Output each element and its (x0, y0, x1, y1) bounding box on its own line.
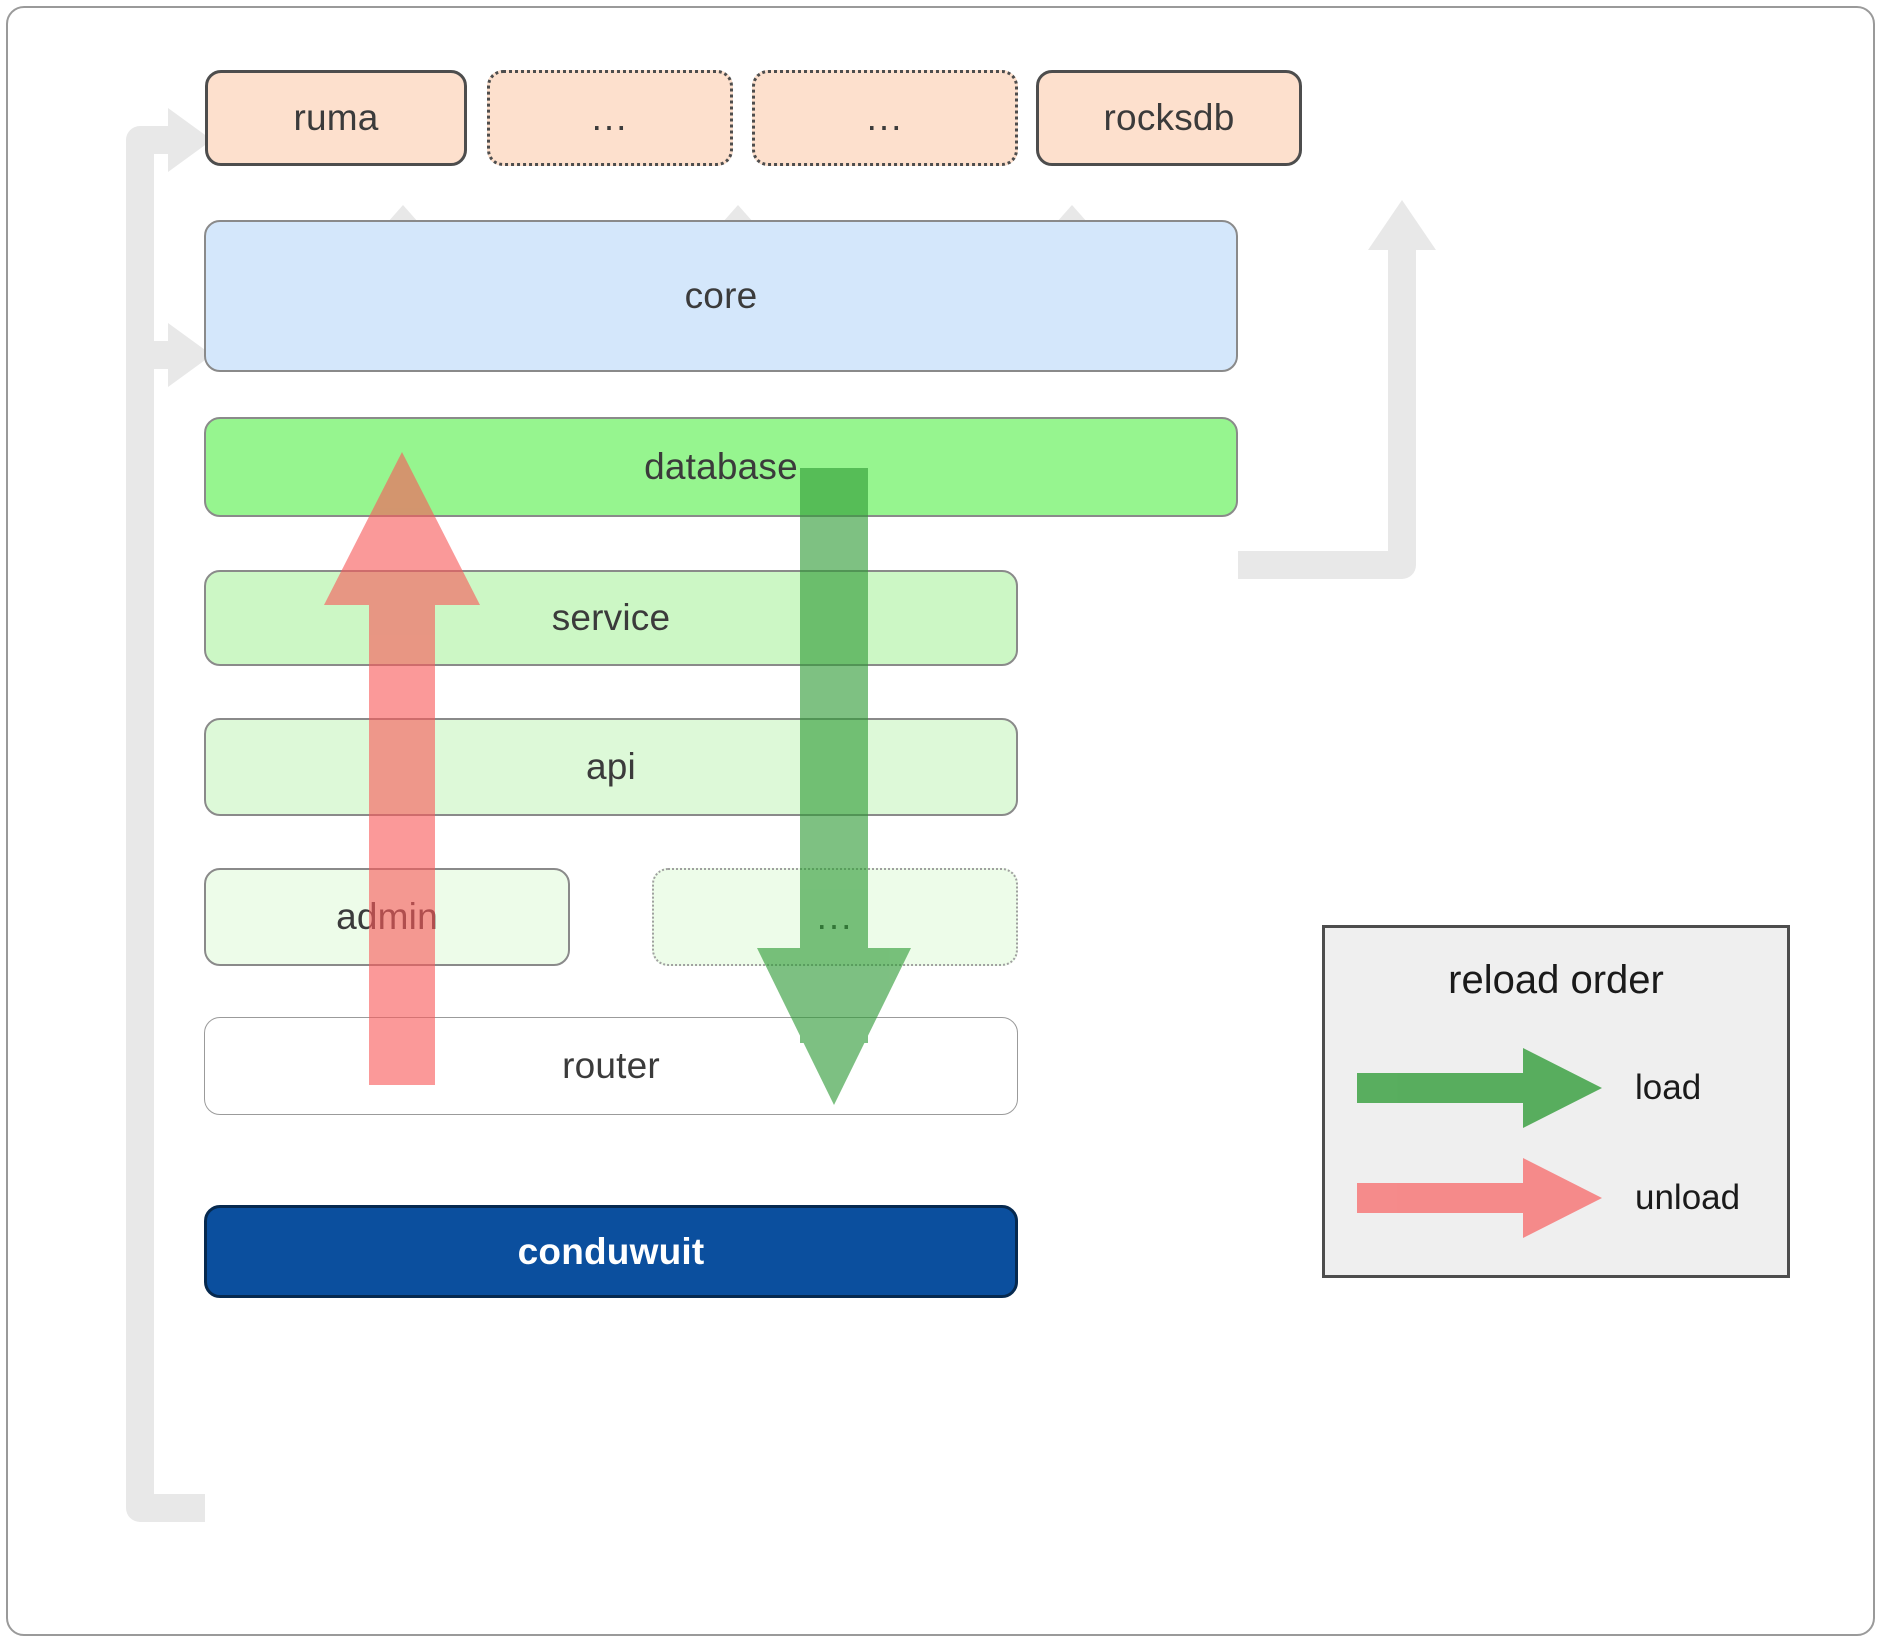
node-external-placeholder-1-label: ... (591, 96, 629, 138)
node-ruma[interactable]: ruma (205, 70, 467, 166)
node-router[interactable]: router (204, 1017, 1018, 1115)
node-database[interactable]: database (204, 417, 1238, 517)
node-external-placeholder-2[interactable]: ... (752, 70, 1018, 166)
node-rocksdb-label: rocksdb (1103, 97, 1235, 138)
legend-label-load: load (1635, 1068, 1702, 1107)
node-ruma-label: ruma (293, 97, 379, 138)
legend-panel: reload order load unload (1322, 925, 1790, 1278)
node-core-label: core (684, 275, 758, 316)
node-api-label: api (586, 746, 636, 787)
node-admin-label: admin (336, 896, 438, 937)
node-conduwuit-label: conduwuit (517, 1230, 705, 1272)
legend-title: reload order (1448, 958, 1664, 1002)
node-conduwuit[interactable]: conduwuit (204, 1205, 1018, 1298)
node-admin[interactable]: admin (204, 868, 570, 966)
legend-label-unload: unload (1635, 1178, 1741, 1217)
node-service[interactable]: service (204, 570, 1018, 666)
node-layer-placeholder-label: ... (816, 895, 854, 937)
node-router-label: router (562, 1045, 660, 1086)
node-service-label: service (551, 597, 671, 638)
node-database-label: database (644, 446, 798, 487)
node-api[interactable]: api (204, 718, 1018, 816)
legend-arrow-glyphs (1357, 1048, 1602, 1238)
node-external-placeholder-2-label: ... (866, 96, 904, 138)
legend-load-arrow-icon (1357, 1048, 1602, 1128)
node-layer-placeholder[interactable]: ... (652, 868, 1018, 966)
legend-unload-arrow-icon (1357, 1158, 1602, 1238)
node-core[interactable]: core (204, 220, 1238, 372)
node-rocksdb[interactable]: rocksdb (1036, 70, 1302, 166)
node-external-placeholder-1[interactable]: ... (487, 70, 733, 166)
